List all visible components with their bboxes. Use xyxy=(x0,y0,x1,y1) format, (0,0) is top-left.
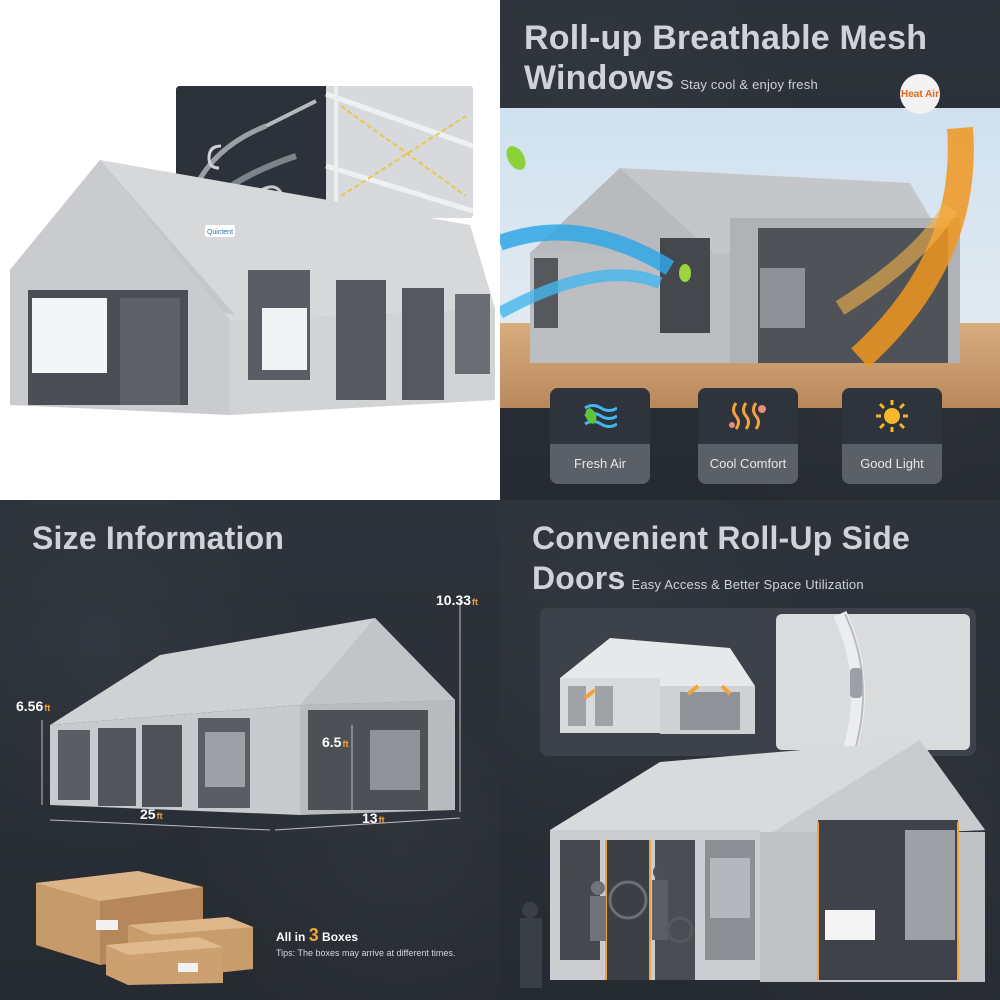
wind-icon xyxy=(584,404,617,428)
door-rollup-illustrations xyxy=(560,611,970,752)
sun-icon xyxy=(876,400,908,432)
tent-dimension-diagram xyxy=(41,600,461,831)
product-photo-panel: Quictent xyxy=(0,0,500,500)
panel-subtitle: Easy Access & Better Space Utilization xyxy=(631,577,864,592)
heat-air-badge: Heat Air xyxy=(900,74,940,114)
panel-title-line1: Roll-up Breathable Mesh xyxy=(524,19,928,57)
front-window xyxy=(32,298,107,373)
dim-side-height: 6.56ft xyxy=(16,698,51,714)
feature-card-good-light: Good Light xyxy=(842,388,942,484)
dim-length: 25ft xyxy=(140,806,163,822)
panel-title-line1: Convenient Roll-Up Side xyxy=(532,520,910,556)
desert-tent-scene xyxy=(500,108,1000,408)
event-tent-scene xyxy=(520,740,985,988)
panel-title-line2: Windows xyxy=(524,59,675,97)
brand-logo: Quictent xyxy=(207,229,233,236)
boxes-count-text: All in 3 Boxes xyxy=(276,925,359,945)
feature-card-cool-comfort: Cool Comfort xyxy=(698,388,798,484)
door-detail-inset xyxy=(540,608,976,756)
hooks-and-bracing-illustration xyxy=(176,86,473,218)
panel-title-line2: Doors xyxy=(532,560,626,596)
feature-label: Fresh Air xyxy=(550,444,650,484)
size-information-panel: Size Information 10.33ft 6.56ft 6.5ft 25… xyxy=(0,500,500,1000)
roll-up-doors-panel: Convenient Roll-Up Side Doors Easy Acces… xyxy=(500,500,1000,1000)
hardware-detail-inset xyxy=(176,86,473,218)
dim-peak-height: 10.33ft xyxy=(436,592,479,608)
feature-card-fresh-air: Fresh Air xyxy=(550,388,650,484)
mesh-windows-panel: Roll-up Breathable Mesh Windows Stay coo… xyxy=(500,0,1000,500)
panel-subtitle: Stay cool & enjoy fresh xyxy=(680,77,818,92)
shipping-boxes-illustration xyxy=(36,871,253,985)
dim-width: 13ft xyxy=(362,810,385,826)
dim-door-height: 6.5ft xyxy=(322,734,349,750)
panel-title: Size Information xyxy=(32,520,285,556)
carport-tent-illustration: Quictent xyxy=(10,160,495,415)
cool-waves-icon xyxy=(729,402,766,430)
boxes-tip: Tips: The boxes may arrive at different … xyxy=(276,948,456,958)
feature-label: Good Light xyxy=(842,444,942,484)
feature-label: Cool Comfort xyxy=(698,444,798,484)
